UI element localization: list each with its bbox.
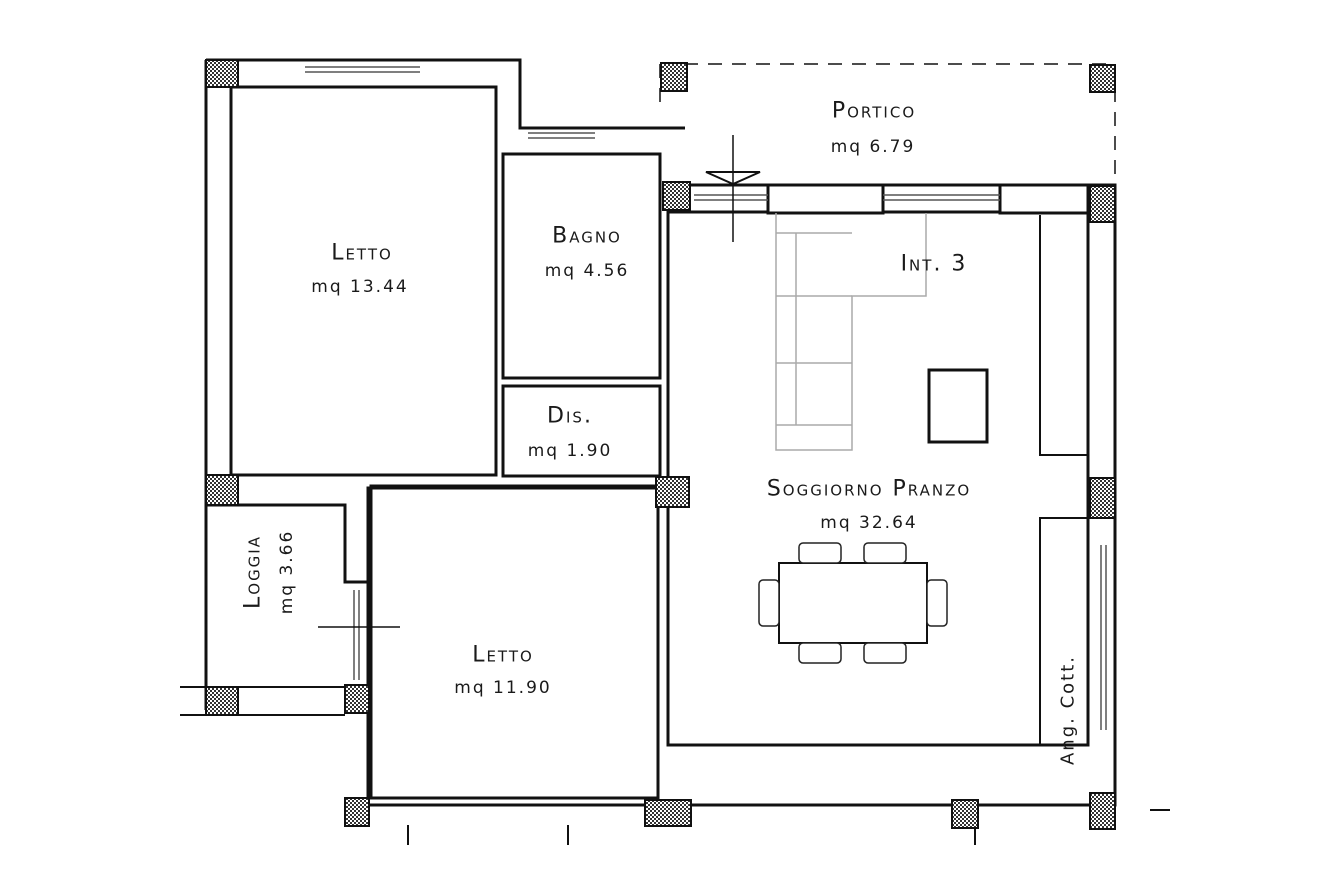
room-area-bagno: mq 4.56: [544, 261, 630, 281]
room-name-dis: Dis.: [547, 403, 593, 429]
room-name-letto-2: Letto: [472, 642, 534, 668]
room-area-portico: mq 6.79: [830, 137, 916, 157]
unit-label: Int. 3: [900, 251, 968, 277]
room-name-bagno: Bagno: [552, 223, 622, 249]
room-name-portico: Portico: [831, 98, 917, 124]
room-name-letto-1: Letto: [331, 240, 393, 266]
room-area-loggia: mq 3.66: [277, 529, 297, 615]
room-area-letto-1: mq 13.44: [311, 277, 409, 297]
room-name-loggia: Loggia: [240, 535, 266, 609]
room-area-soggiorno: mq 32.64: [820, 513, 918, 533]
room-area-letto-2: mq 11.90: [454, 678, 552, 698]
room-area-dis: mq 1.90: [527, 441, 613, 461]
room-name-soggiorno: Soggiorno Pranzo: [766, 476, 972, 502]
room-name-angolo-cottura: Ang. Cott.: [1057, 654, 1079, 766]
